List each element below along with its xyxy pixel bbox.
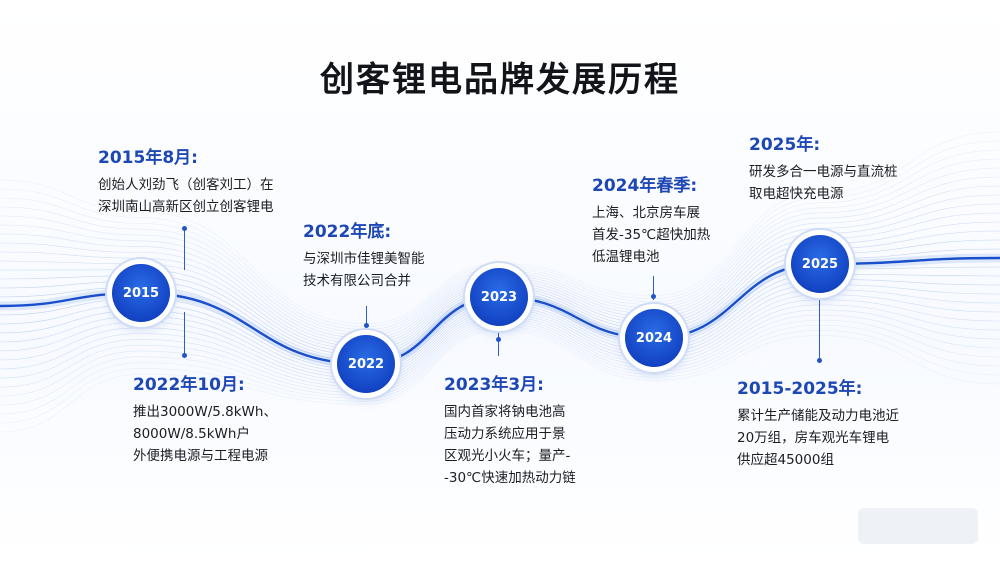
event-line: 区观光小火车；量产-: [444, 448, 571, 464]
event-heading: 2024年春季:: [592, 176, 698, 196]
year-node-2023: 2023: [470, 268, 528, 326]
event-body: 推出3000W/5.8kWh、 8000W/8.5kWh户 外便携电源与工程电源: [133, 401, 277, 467]
event-line: 累计生产储能及动力电池近: [737, 408, 899, 424]
wave-strand: [0, 131, 1000, 325]
event-heading: 2022年底:: [303, 222, 392, 242]
event-line: 技术有限公司合并: [303, 273, 411, 289]
event-body: 累计生产储能及动力电池近 20万组，房车观光车锂电 供应超45000组: [737, 405, 899, 471]
event-heading: 2015年8月:: [98, 148, 198, 168]
event-card-2024-spring: 2024年春季: 上海、北京房车展 首发-35℃超快加热 低温锂电池: [592, 171, 710, 268]
connector-dot: [817, 358, 822, 363]
event-body: 上海、北京房车展 首发-35℃超快加热 低温锂电池: [592, 202, 710, 268]
event-card-2022-end: 2022年底: 与深圳市佳锂美智能 技术有限公司合并: [303, 217, 425, 292]
event-body: 创始人刘劲飞（创客刘工）在 深圳南山高新区创立创客锂电: [98, 174, 274, 218]
connector-line: [498, 330, 499, 356]
event-line: 8000W/8.5kWh户: [133, 426, 250, 442]
page-title: 创客锂电品牌发展历程: [320, 60, 680, 100]
event-body: 研发多合一电源与直流桩 取电超快充电源: [749, 161, 898, 205]
connector-dot: [651, 294, 656, 299]
connector-line: [184, 228, 185, 270]
connector-line: [366, 306, 367, 334]
year-node-2015: 2015: [112, 264, 170, 322]
event-line: 研发多合一电源与直流桩: [749, 164, 898, 180]
event-line: 取电超快充电源: [749, 186, 844, 202]
event-heading: 2023年3月:: [444, 375, 544, 395]
connector-line: [653, 276, 654, 300]
connector-dot: [182, 353, 187, 358]
year-node-2024: 2024: [625, 309, 683, 367]
year-node-2025: 2025: [791, 235, 849, 293]
event-heading: 2015-2025年:: [737, 379, 863, 399]
event-line: 深圳南山高新区创立创客锂电: [98, 199, 274, 215]
event-line: 外便携电源与工程电源: [133, 448, 268, 464]
connector-line: [184, 312, 185, 356]
event-line: 低温锂电池: [592, 249, 660, 265]
watermark: [858, 508, 978, 544]
event-heading: 2022年10月:: [133, 375, 245, 395]
event-heading: 2025年:: [749, 135, 821, 155]
event-line: 国内首家将钠电池高: [444, 404, 566, 420]
year-node-2022: 2022: [337, 335, 395, 393]
event-line: -30℃快速加热动力链: [444, 470, 576, 486]
wave-strand: [0, 330, 1000, 433]
event-line: 推出3000W/5.8kWh、: [133, 404, 277, 420]
event-card-2015-08: 2015年8月: 创始人刘劲飞（创客刘工）在 深圳南山高新区创立创客锂电: [98, 143, 274, 218]
event-body: 国内首家将钠电池高 压动力系统应用于景 区观光小火车；量产- -30℃快速加热动…: [444, 401, 576, 489]
connector-dot: [182, 226, 187, 231]
event-line: 与深圳市佳锂美智能: [303, 251, 425, 267]
event-line: 供应超45000组: [737, 452, 834, 468]
event-card-2025: 2025年: 研发多合一电源与直流桩 取电超快充电源: [749, 130, 898, 205]
event-card-2015-2025: 2015-2025年: 累计生产储能及动力电池近 20万组，房车观光车锂电 供应…: [737, 374, 899, 471]
event-line: 创始人刘劲飞（创客刘工）在: [98, 177, 274, 193]
event-card-2022-10: 2022年10月: 推出3000W/5.8kWh、 8000W/8.5kWh户 …: [133, 370, 277, 467]
wave-strand: [0, 140, 1000, 327]
event-body: 与深圳市佳锂美智能 技术有限公司合并: [303, 248, 425, 292]
connector-dot: [364, 323, 369, 328]
event-card-2023-03: 2023年3月: 国内首家将钠电池高 压动力系统应用于景 区观光小火车；量产- …: [444, 370, 576, 489]
event-line: 压动力系统应用于景: [444, 426, 566, 442]
connector-dot: [496, 337, 501, 342]
event-line: 首发-35℃超快加热: [592, 227, 711, 243]
event-line: 20万组，房车观光车锂电: [737, 430, 890, 446]
connector-line: [819, 300, 820, 362]
event-line: 上海、北京房车展: [592, 205, 700, 221]
